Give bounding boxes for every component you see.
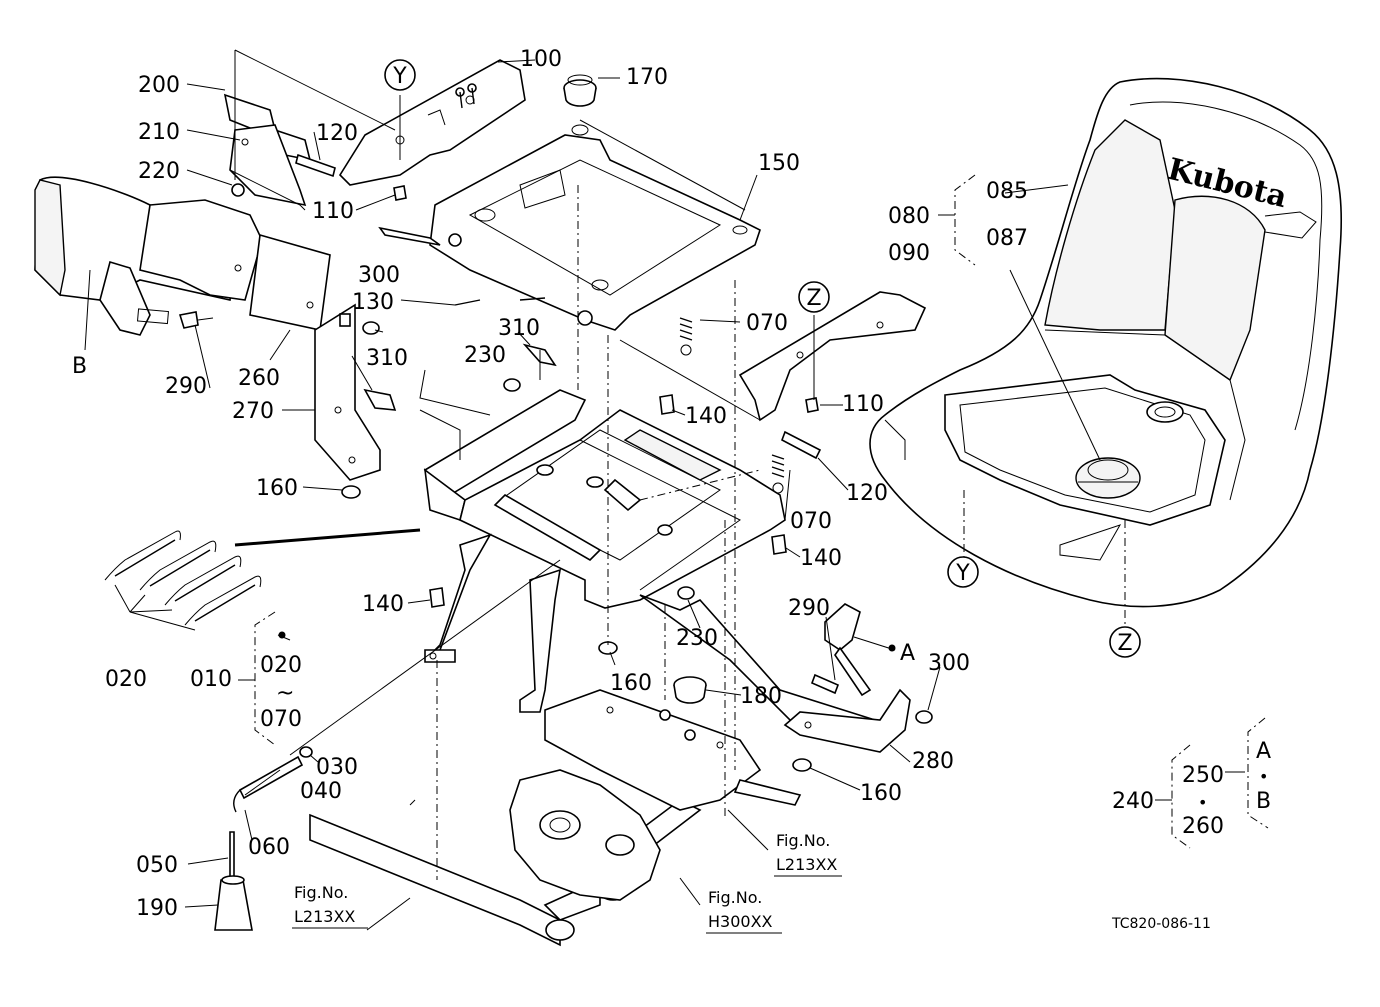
part-label: 070	[746, 311, 788, 336]
switch-290-right	[810, 603, 872, 697]
pin-120-right	[781, 430, 822, 460]
marker-a-key: A	[1256, 739, 1271, 764]
part-label: 200	[138, 73, 180, 98]
knob-170	[563, 74, 597, 107]
marker-y-top: Y	[392, 64, 407, 89]
group-brackets	[238, 174, 1269, 849]
seat-plate-100	[338, 59, 526, 186]
part-label: 250	[1182, 763, 1224, 788]
part-label: 070	[260, 707, 302, 732]
part-label: 160	[256, 476, 298, 501]
suspension-frame	[423, 389, 786, 609]
part-label: 260	[1182, 814, 1224, 839]
seat-cushion	[869, 77, 1343, 608]
part-label: 270	[232, 399, 274, 424]
part-label: 110	[842, 392, 884, 417]
scissor-links	[424, 533, 882, 736]
part-label: 290	[788, 596, 830, 621]
mount-plate	[544, 689, 762, 811]
leader-lines	[84, 59, 1101, 931]
part-label: 100	[520, 47, 562, 72]
marker-y-seat: Y	[955, 561, 970, 586]
part-label: 210	[138, 120, 180, 145]
part-label: 050	[136, 853, 178, 878]
part-label: 070	[790, 509, 832, 534]
marker-dot-250: •	[1198, 793, 1207, 812]
part-label: 140	[800, 546, 842, 571]
part-label: 090	[888, 241, 930, 266]
fig-ref-title: Fig.No.	[294, 883, 348, 902]
part-label: 300	[358, 263, 400, 288]
part-label: 085	[986, 179, 1028, 204]
circle-markers	[384, 59, 1141, 658]
bracket-200-210	[223, 93, 312, 211]
bracket-090	[738, 291, 927, 422]
part-label: 230	[676, 626, 718, 651]
part-label: 220	[138, 159, 180, 184]
part-label: 280	[912, 749, 954, 774]
part-label: 020	[105, 667, 147, 692]
part-label: 160	[610, 671, 652, 696]
part-label: 120	[846, 481, 888, 506]
seat-belt-assembly	[34, 176, 331, 336]
part-label: 310	[366, 346, 408, 371]
part-label: 020	[260, 653, 302, 678]
fig-ref-title: Fig.No.	[708, 888, 762, 907]
marker-tilde: ~	[276, 681, 294, 706]
drawing-code: TC820-086-11	[1111, 916, 1211, 932]
part-label: 170	[626, 65, 668, 90]
marker-dot-key: •	[1259, 767, 1268, 786]
part-label: 230	[464, 343, 506, 368]
part-label: 150	[758, 151, 800, 176]
fig-ref-title: Fig.No.	[776, 831, 830, 850]
pin-120-top	[295, 153, 336, 178]
bracket-280	[783, 688, 911, 753]
bracket-270	[314, 303, 381, 481]
dot-markers	[278, 631, 896, 652]
seat-rail-150	[378, 124, 761, 331]
figure-references: Fig.No. L213XX Fig.No. H300XX Fig.No. L2…	[292, 831, 842, 934]
fig-ref-code: L213XX	[776, 855, 837, 874]
marker-b-point: B	[72, 354, 87, 379]
part-label: 010	[190, 667, 232, 692]
part-label: 310	[498, 316, 540, 341]
part-label: 190	[136, 896, 178, 921]
part-label: 120	[316, 121, 358, 146]
springs-070	[679, 317, 785, 494]
part-label: 160	[860, 781, 902, 806]
reference-lines	[234, 49, 1126, 880]
part-label: 290	[165, 374, 207, 399]
part-label: 040	[300, 779, 342, 804]
part-label: 240	[1112, 789, 1154, 814]
marker-z-seat: Z	[1117, 631, 1132, 656]
part-label: 060	[248, 835, 290, 860]
part-label: 030	[316, 755, 358, 780]
part-label: 080	[888, 204, 930, 229]
part-label: 110	[312, 199, 354, 224]
marker-z-top: Z	[806, 286, 821, 311]
part-label: 140	[362, 592, 404, 617]
part-label: 140	[685, 404, 727, 429]
marker-b-key: B	[1256, 789, 1271, 814]
fig-ref-code: H300XX	[708, 912, 773, 931]
part-label: 180	[740, 684, 782, 709]
part-label: 130	[352, 290, 394, 315]
part-label: 300	[928, 651, 970, 676]
fig-ref-code: L213XX	[294, 907, 355, 926]
part-label: 087	[986, 226, 1028, 251]
springs-020	[104, 530, 262, 626]
transmission-housing	[509, 769, 802, 901]
marker-a-point: A	[900, 641, 915, 666]
part-label: 260	[238, 366, 280, 391]
part-number-labels: 200 210 220 120 110 100 170 150 130 300 …	[105, 47, 1224, 921]
